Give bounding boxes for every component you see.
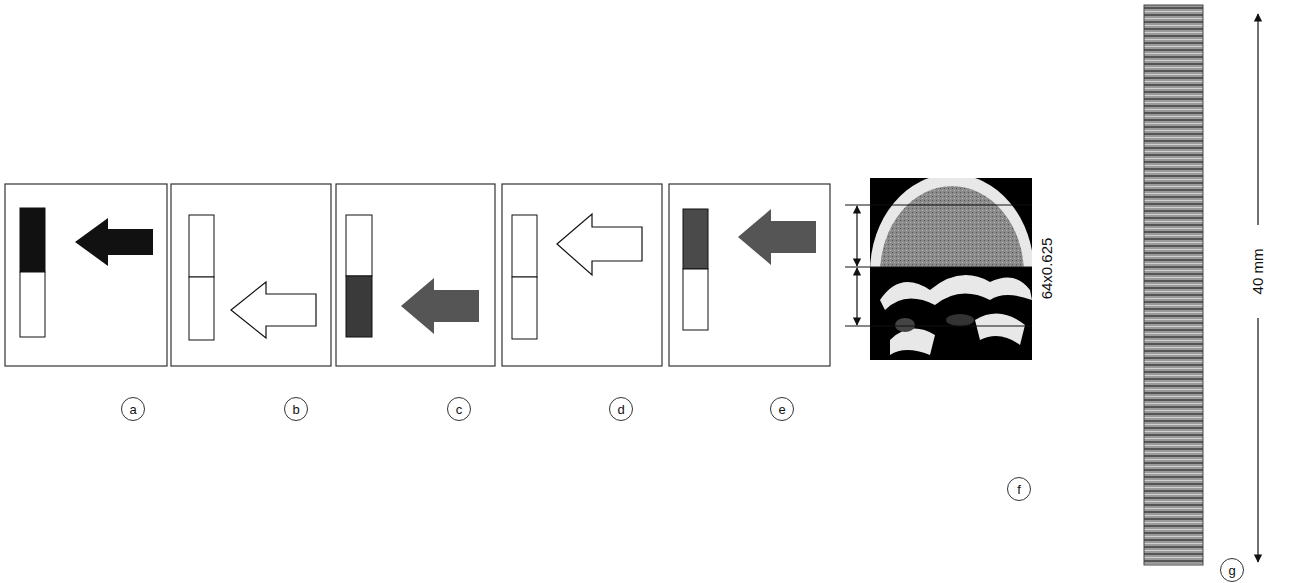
panel-letter: f — [1017, 483, 1021, 496]
dimension-label: 40 mm — [1249, 248, 1266, 294]
panel-letter: d — [617, 403, 624, 416]
panel-letter-circle: b — [284, 397, 308, 421]
panel-a — [5, 184, 167, 366]
dimension-label: 64x0.625 — [1038, 237, 1055, 299]
panel-c — [336, 184, 495, 366]
panel-letter-circle: d — [609, 397, 633, 421]
panel-b — [171, 184, 331, 366]
detector-rows — [1144, 5, 1258, 565]
panel-letter-circle: c — [447, 397, 471, 421]
panel-letter-circle: f — [1007, 477, 1031, 501]
panel-letter-circle: g — [1220, 558, 1244, 582]
panel-d — [502, 184, 662, 366]
ct-image — [845, 174, 1034, 370]
panel-letter-circle: a — [121, 397, 145, 421]
panel-e — [669, 184, 830, 366]
panel-letter: b — [292, 403, 299, 416]
panel-letter: a — [129, 403, 136, 416]
panel-letter-circle: e — [770, 397, 794, 421]
panel-letter: c — [456, 403, 463, 416]
panel-letter: e — [778, 403, 785, 416]
panel-letter: g — [1228, 564, 1235, 577]
